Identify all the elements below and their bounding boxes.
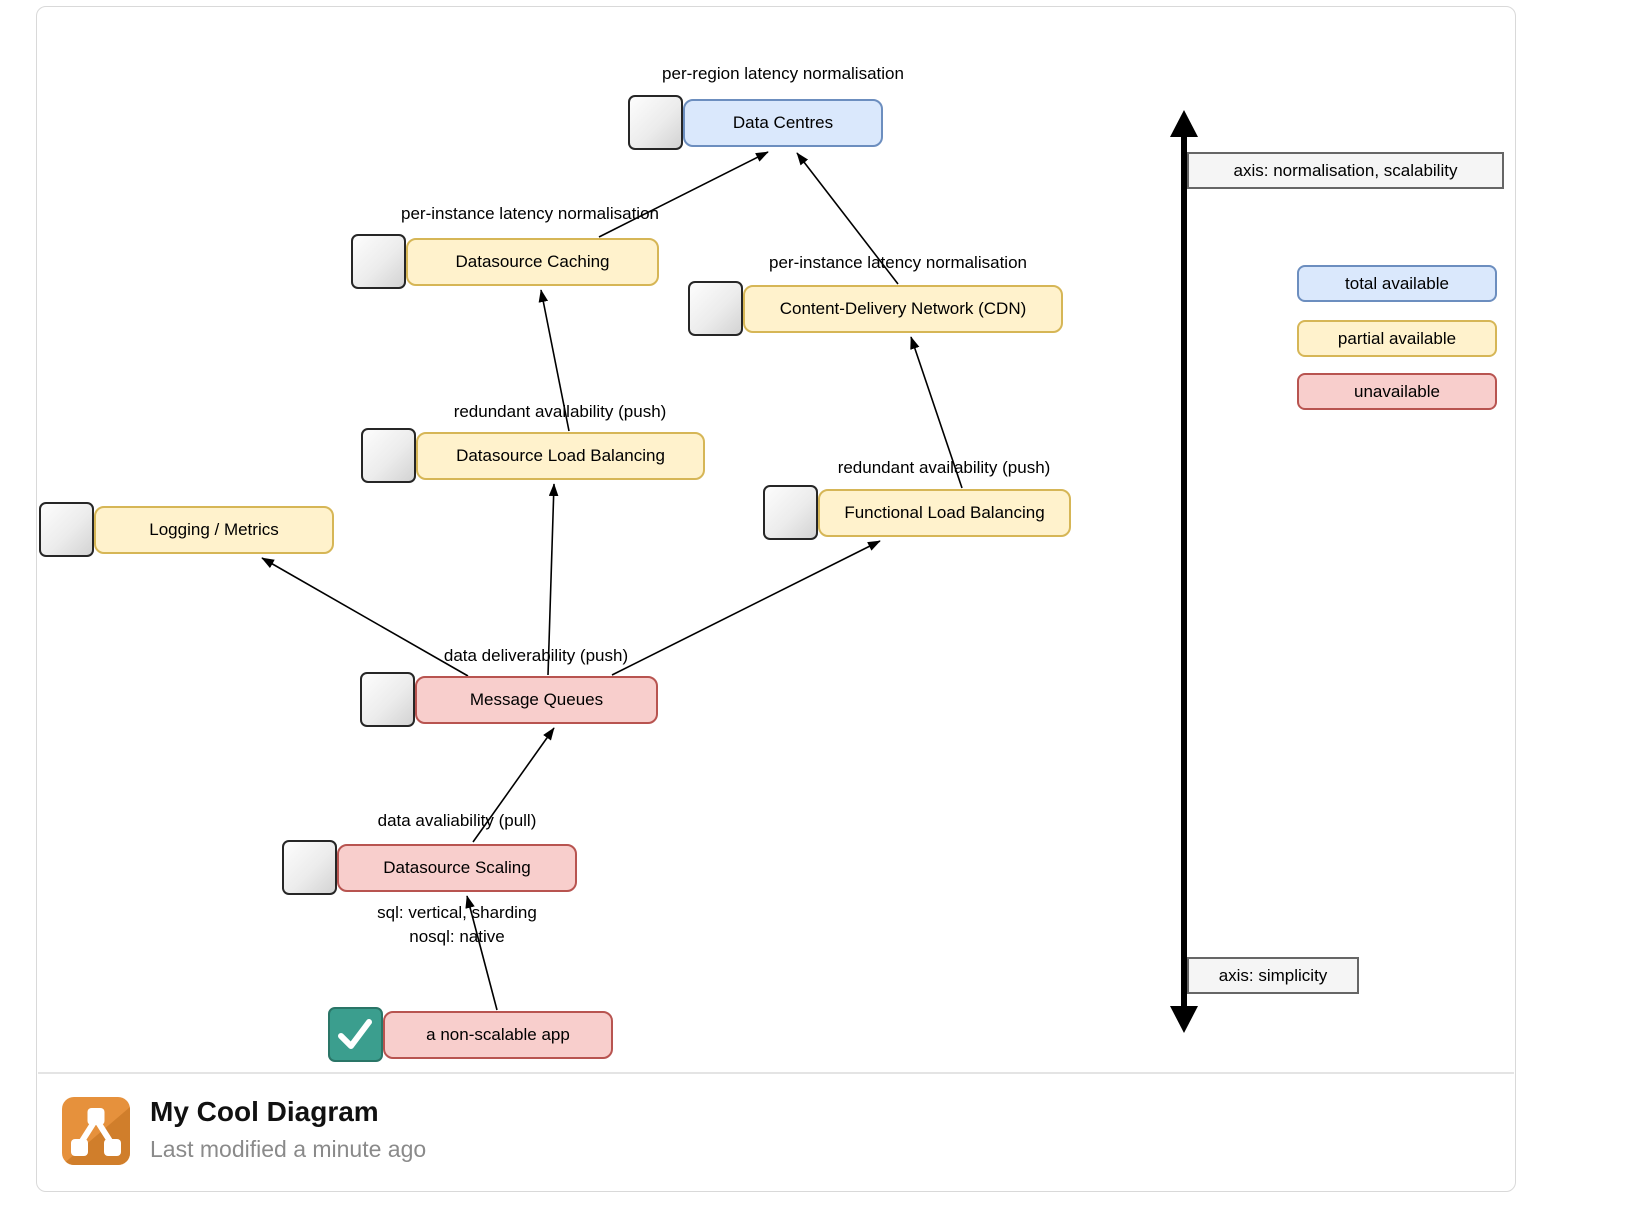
axis-bottom-label-text: axis: simplicity [1218,965,1328,985]
scaling-note-line-2: nosql: native [409,927,505,946]
legend-total-available: total available [1297,265,1497,302]
checkbox-data-centres [628,95,683,150]
footer-divider [38,1072,1514,1074]
scaling-note: sql: vertical, sharding nosql: native [257,901,657,949]
annotation-fn-load-bal: redundant availability (push) [837,458,1051,477]
axis-top-label-text: axis: normalisation, scalability [1233,160,1458,180]
checkmark-icon [338,1019,372,1049]
axis-arrowhead-up [1170,110,1198,137]
annotation-caching: per-instance latency normalisation [401,204,659,223]
annotation-cdn: per-instance latency normalisation [769,253,1027,272]
node-label: Logging / Metrics [149,520,279,539]
checkbox-non-scalable-app-checked [328,1007,383,1062]
node-data-centres: Data Centres [683,99,883,147]
node-label: Datasource Caching [455,252,610,271]
axis-top-label: axis: normalisation, scalability [1187,152,1504,189]
legend-label: partial available [1337,328,1457,348]
node-label: Datasource Scaling [383,858,531,877]
node-message-queues: Message Queues [415,676,658,724]
node-datasource-load-balancing: Datasource Load Balancing [416,432,705,480]
annotation-ds-scaling: data avaliability (pull) [377,811,537,830]
node-label: Content-Delivery Network (CDN) [779,299,1027,318]
axis-arrowhead-down [1170,1006,1198,1033]
legend-unavailable: unavailable [1297,373,1497,410]
node-label: a non-scalable app [426,1025,570,1044]
node-label: Datasource Load Balancing [456,446,665,465]
node-datasource-scaling: Datasource Scaling [337,844,577,892]
checkbox-datasource-caching [351,234,406,289]
axis-bottom-label: axis: simplicity [1187,957,1359,994]
annotation-data-centres: per-region latency normalisation [662,64,904,83]
annotation-ds-load-bal: redundant availability (push) [453,402,667,421]
file-title: My Cool Diagram [150,1096,379,1127]
checkbox-logging-metrics [39,502,94,557]
node-label: Functional Load Balancing [844,503,1045,522]
checkbox-functional-load-balancing [763,485,818,540]
node-non-scalable-app: a non-scalable app [383,1011,613,1059]
checkbox-datasource-scaling [282,840,337,895]
annotation-message-queues: data deliverability (push) [443,646,629,665]
drawio-file-icon [62,1097,130,1165]
file-last-modified: Last modified a minute ago [150,1136,427,1162]
node-label: Data Centres [732,113,834,132]
node-datasource-caching: Datasource Caching [406,238,659,286]
node-cdn: Content-Delivery Network (CDN) [743,285,1063,333]
legend-label: unavailable [1353,381,1440,401]
legend-label: total available [1345,273,1449,293]
legend-partial-available: partial available [1297,320,1497,357]
scaling-note-line-1: sql: vertical, sharding [377,903,537,922]
checkbox-cdn [688,281,743,336]
checkbox-message-queues [360,672,415,727]
node-label: Message Queues [469,690,604,709]
node-functional-load-balancing: Functional Load Balancing [818,489,1071,537]
axis-arrow-line [1181,124,1187,1017]
checkbox-datasource-load-balancing [361,428,416,483]
node-logging-metrics: Logging / Metrics [94,506,334,554]
